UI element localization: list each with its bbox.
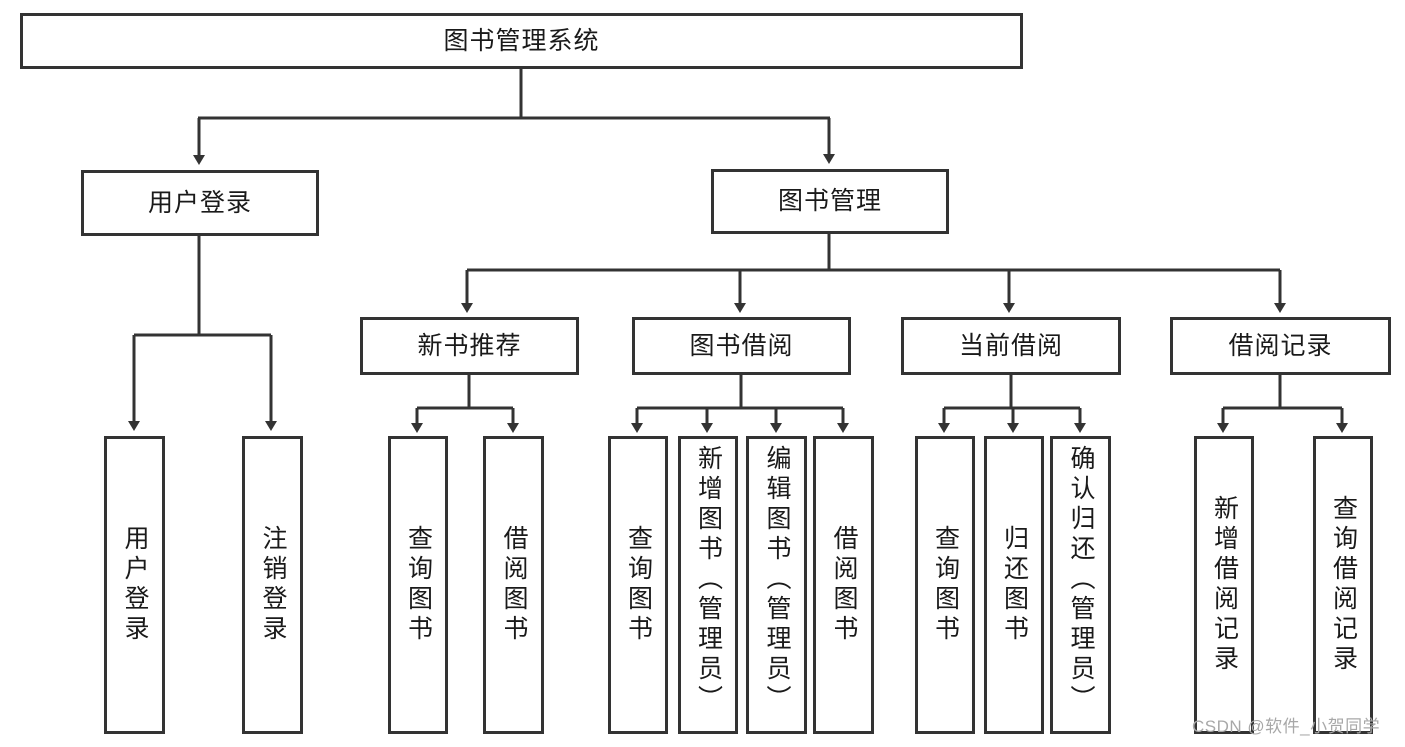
node-label: 图书借阅 <box>689 331 794 360</box>
leaf-label: 借阅图书 <box>500 525 528 645</box>
node-current-borrow[interactable]: 当前借阅 <box>901 317 1121 375</box>
leaf-node-borrow-book[interactable]: 借阅图书 <box>813 436 874 734</box>
node-new-book-recommendation[interactable]: 新书推荐 <box>360 317 579 375</box>
leaf-node-add-borrow-record[interactable]: 新增借阅记录 <box>1194 436 1254 734</box>
leaf-label: 查询图书 <box>404 525 433 645</box>
leaf-label: 查询图书 <box>931 525 960 645</box>
leaf-node-query-book-borrow[interactable]: 查询图书 <box>608 436 668 734</box>
leaf-node-query-book-current[interactable]: 查询图书 <box>915 436 975 734</box>
leaf-node-edit-book-admin[interactable]: 编辑图书（管理员） <box>746 436 807 734</box>
node-label: 当前借阅 <box>958 331 1063 360</box>
leaf-node-borrow-book-rec[interactable]: 借阅图书 <box>483 436 544 734</box>
node-borrow-record[interactable]: 借阅记录 <box>1170 317 1391 375</box>
leaf-label: 查询图书 <box>624 525 653 645</box>
leaf-node-query-book-rec[interactable]: 查询图书 <box>388 436 448 734</box>
node-label: 用户登录 <box>147 188 252 217</box>
leaf-label: 确认归还（管理员） <box>1067 445 1095 715</box>
leaf-node-confirm-return-admin[interactable]: 确认归还（管理员） <box>1050 436 1111 734</box>
node-user-login[interactable]: 用户登录 <box>81 170 319 236</box>
node-label: 借阅记录 <box>1228 331 1333 360</box>
leaf-label: 新增图书（管理员） <box>694 445 723 715</box>
node-book-borrow[interactable]: 图书借阅 <box>632 317 851 375</box>
leaf-label: 新增借阅记录 <box>1210 495 1239 675</box>
node-system-root[interactable]: 图书管理系统 <box>20 13 1023 69</box>
leaf-node-return-book[interactable]: 归还图书 <box>984 436 1044 734</box>
leaf-node-logout[interactable]: 注销登录 <box>242 436 303 734</box>
node-label: 图书管理 <box>777 187 882 216</box>
leaf-label: 注销登录 <box>259 525 287 645</box>
leaf-label: 编辑图书（管理员） <box>763 445 791 715</box>
leaf-label: 借阅图书 <box>830 525 858 645</box>
leaf-label: 用户登录 <box>121 525 149 645</box>
leaf-node-add-book-admin[interactable]: 新增图书（管理员） <box>678 436 738 734</box>
leaf-node-query-borrow-record[interactable]: 查询借阅记录 <box>1313 436 1373 734</box>
leaf-label: 查询借阅记录 <box>1329 495 1358 675</box>
leaf-node-user-login[interactable]: 用户登录 <box>104 436 165 734</box>
leaf-label: 归还图书 <box>1000 525 1029 645</box>
node-label: 新书推荐 <box>417 331 522 360</box>
node-book-manage[interactable]: 图书管理 <box>711 169 949 234</box>
csdn-watermark: CSDN @软件_小贺同学 <box>1192 717 1381 736</box>
node-label: 图书管理系统 <box>443 26 600 55</box>
